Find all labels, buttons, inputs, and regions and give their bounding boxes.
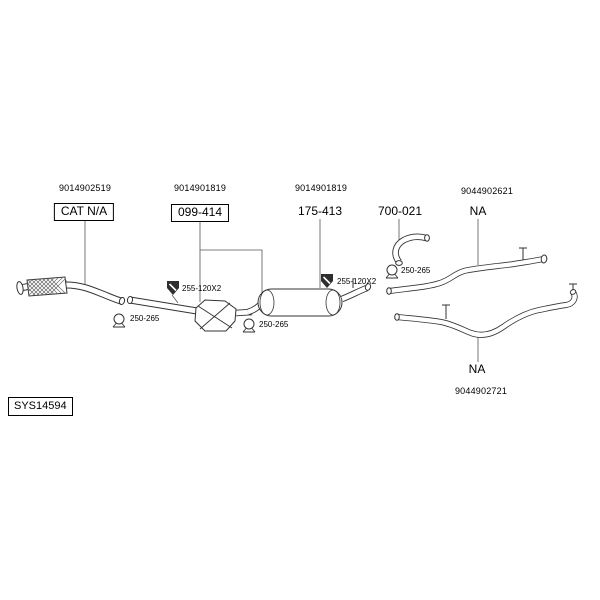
part-code-na-upper[interactable]: NA — [469, 204, 487, 218]
leader-lines — [84, 219, 479, 362]
clamp-icon — [385, 264, 399, 279]
part-ref: 9044902721 — [454, 386, 508, 396]
bosal-shield-icon — [321, 274, 333, 288]
part-code-cat[interactable]: CAT N/A — [53, 203, 115, 221]
bosal-shield-icon — [167, 281, 179, 304]
part-ref: 9014902519 — [58, 183, 112, 193]
mounting-code[interactable]: 250-265 — [401, 266, 431, 275]
part-code-700-021[interactable]: 700-021 — [377, 204, 423, 218]
mounting-code[interactable]: 250-265 — [130, 314, 160, 323]
part-ref: 9014901819 — [173, 183, 227, 193]
lower-tailpipe-art — [394, 283, 578, 338]
part-code-175-413[interactable]: 175-413 — [297, 204, 343, 218]
connector-pipe-art — [392, 233, 430, 266]
upper-tailpipe-art — [386, 247, 548, 295]
part-ref: 9044902621 — [460, 186, 514, 196]
mounting-code[interactable]: 250-265 — [259, 320, 289, 329]
front-pipe-art — [16, 276, 126, 306]
part-code-099-414[interactable]: 099-414 — [170, 204, 230, 222]
mounting-code[interactable]: 255-120X2 — [337, 277, 377, 286]
clamp-icon — [242, 318, 256, 333]
clamp-icon — [112, 313, 126, 328]
part-code-na-lower[interactable]: NA — [468, 362, 486, 376]
part-ref: 9014901819 — [294, 183, 348, 193]
system-id-badge: SYS14594 — [8, 397, 73, 416]
connecting-pipe-art — [126, 295, 198, 315]
mounting-code[interactable]: 255-120X2 — [182, 284, 222, 293]
muffler-art — [257, 278, 372, 317]
